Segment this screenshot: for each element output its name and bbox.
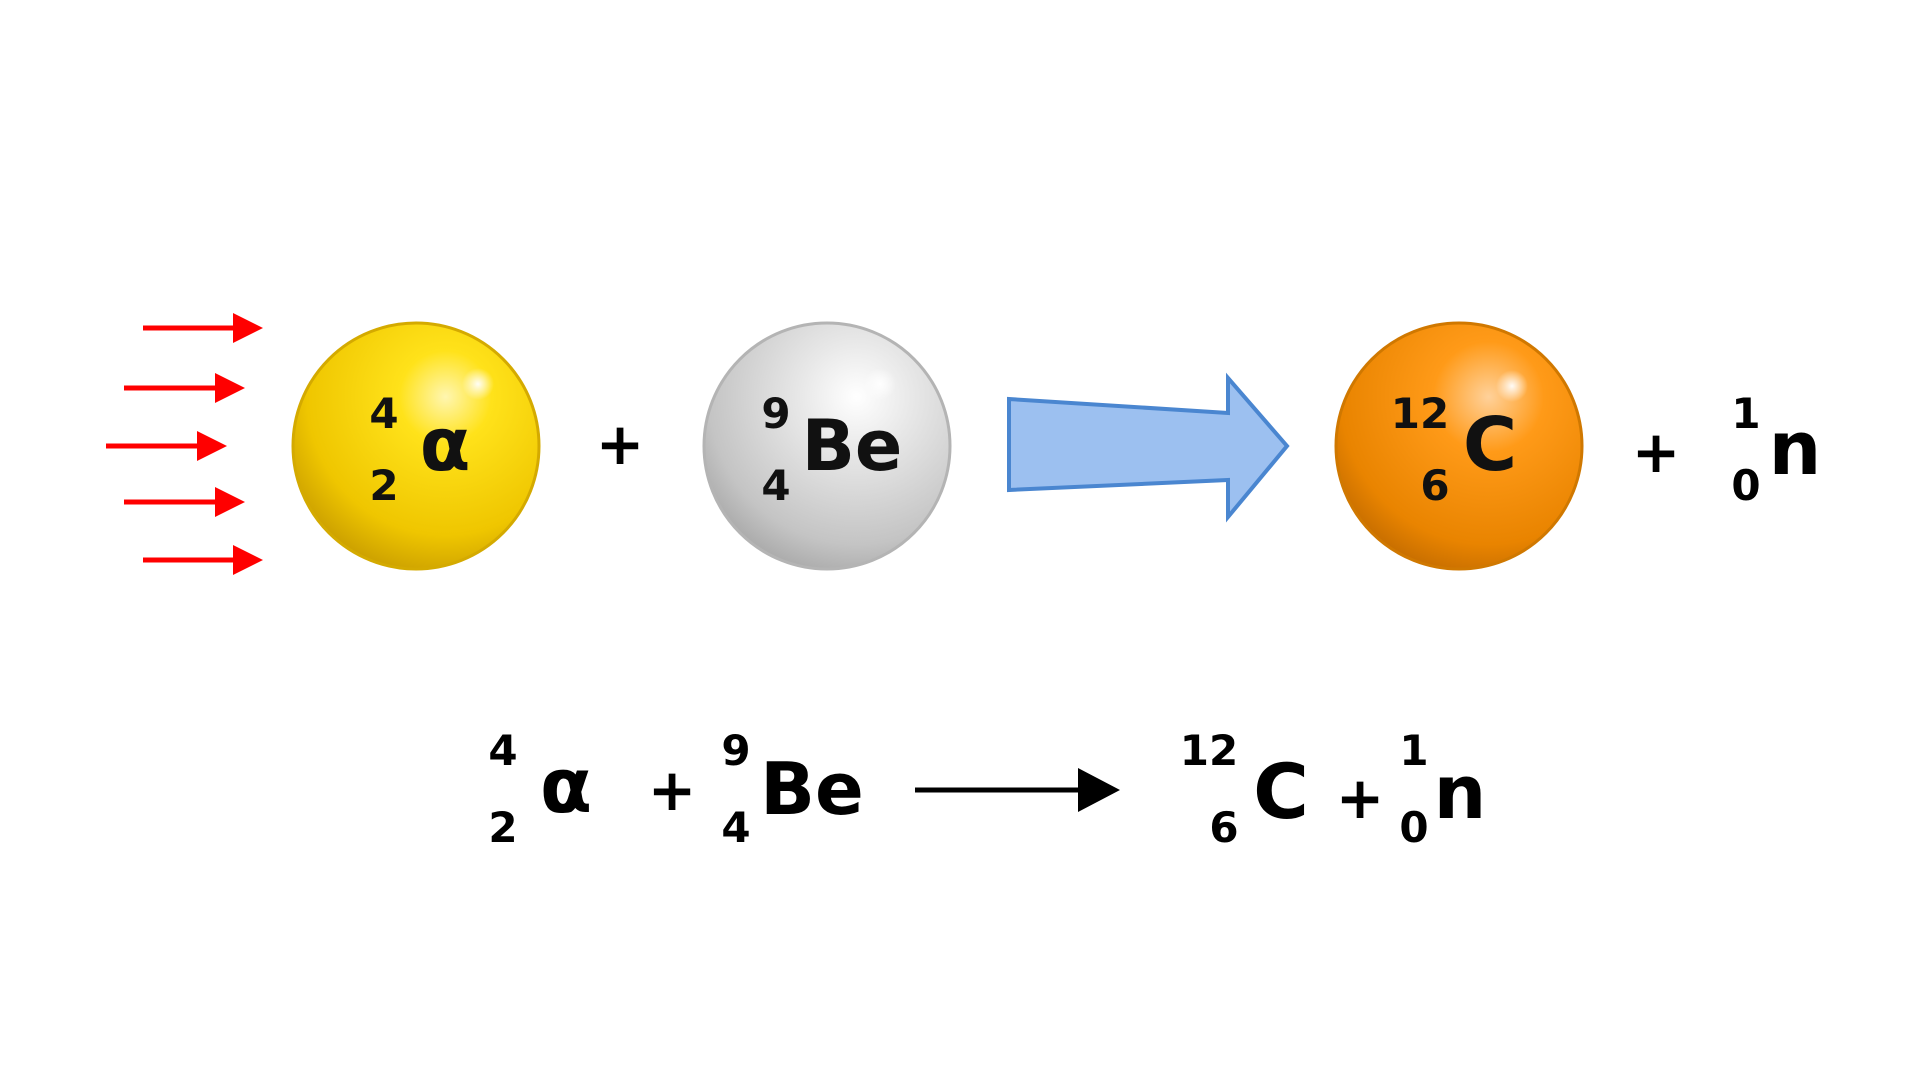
alpha-atomic-number: 2: [369, 461, 398, 510]
neutron-mass-number: 1: [1731, 389, 1760, 438]
alpha-mass-number: 4: [369, 389, 398, 438]
eq-carbon-atomic-number: 6: [1209, 803, 1238, 852]
beryllium-nucleus: 9 4 Be: [702, 321, 952, 571]
reaction-arrow-icon: [1007, 372, 1290, 523]
carbon-sphere: [1334, 321, 1584, 571]
top-plus-sign-2: +: [1632, 418, 1681, 486]
eq-alpha-mass-number: 4: [488, 726, 517, 775]
beryllium-atomic-number: 4: [761, 461, 790, 510]
eq-plus-sign: +: [648, 756, 697, 824]
neutron-label: 1 0 n: [1731, 389, 1821, 510]
carbon-symbol: C: [1463, 402, 1517, 488]
eq-carbon-symbol: C: [1253, 747, 1309, 836]
carbon-mass-number: 12: [1391, 389, 1449, 438]
eq-beryllium-atomic-number: 4: [721, 803, 750, 852]
eq-beryllium-symbol: Be: [760, 747, 864, 831]
alpha-symbol: α: [420, 402, 471, 488]
alpha-highlight: [462, 368, 494, 400]
eq-alpha-symbol: α: [540, 741, 592, 830]
beryllium-symbol: Be: [802, 405, 903, 487]
incoming-arrows: [106, 313, 263, 575]
neutron-atomic-number: 0: [1731, 461, 1760, 510]
alpha-sphere: [291, 321, 541, 571]
alpha-particle: 4 2 α: [291, 321, 541, 571]
beryllium-mass-number: 9: [761, 389, 790, 438]
eq-carbon-mass-number: 12: [1180, 726, 1238, 775]
eq-beryllium-mass-number: 9: [721, 726, 750, 775]
eq-plus-sign-2: +: [1336, 764, 1385, 832]
carbon-atomic-number: 6: [1420, 461, 1449, 510]
carbon-nucleus: 12 6 C: [1334, 321, 1584, 571]
beryllium-highlight: [864, 368, 896, 400]
carbon-highlight: [1496, 370, 1528, 402]
reaction-equation: 4 2 α + 9 4 Be 12 6 C + 1 0 n: [488, 726, 1486, 852]
eq-arrow-icon: [1078, 768, 1120, 812]
eq-neutron-symbol: n: [1434, 750, 1487, 836]
top-plus-sign: +: [596, 410, 645, 478]
eq-neutron-atomic-number: 0: [1399, 803, 1428, 852]
eq-neutron-mass-number: 1: [1399, 726, 1428, 775]
neutron-symbol: n: [1769, 406, 1822, 492]
eq-alpha-atomic-number: 2: [488, 803, 517, 852]
